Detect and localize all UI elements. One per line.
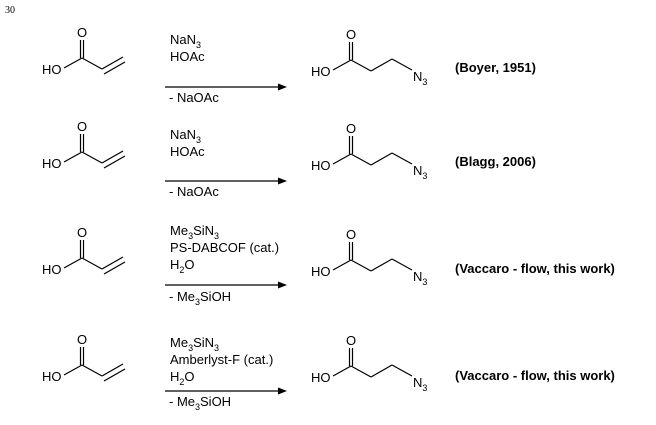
oxygen-atom: O [346,121,356,136]
chain-bond [391,258,413,271]
hydroxyl-group: HO [311,64,331,79]
single-bond [81,151,103,164]
reagent-label: NaN3 [170,32,201,50]
acrylic-acid-structure: O HO [42,25,126,77]
citation-label: (Vaccaro - flow, this work) [455,261,615,276]
reaction-arrow-head [278,83,287,91]
chain-bond [350,365,372,378]
hydroxyl-group: HO [311,158,331,173]
reaction-arrow-head [278,387,287,395]
chain-bond [370,58,393,72]
reaction-arrow-head [278,281,287,289]
vinyl-bond [103,61,126,75]
chain-bond [370,152,393,166]
page-number: 30 [5,5,15,16]
chain-bond [391,58,413,71]
vinyl-bond [101,363,124,377]
hydroxyl-group: HO [311,264,331,279]
azidopropanoic-acid-structure: O HO N3 [311,333,427,393]
vinyl-bond [103,368,126,382]
citation-label: (Boyer, 1951) [455,60,536,75]
citation-label: (Blagg, 2006) [455,154,536,169]
citation-label: (Vaccaro - flow, this work) [455,368,615,383]
byproduct-label: - NaOAc [169,184,219,199]
chain-bond [350,59,372,72]
oxygen-atom: O [77,225,87,240]
chain-bond [391,152,413,165]
byproduct-label: - Me3SiOH [169,289,231,307]
oxygen-atom: O [77,25,87,40]
single-bond [81,364,103,377]
reagent-label: PS-DABCOF (cat.) [170,240,279,255]
hydroxyl-bond [332,59,352,71]
reagent-label: HOAc [170,49,205,64]
hydroxyl-group: HO [42,262,62,277]
azide-group: N3 [413,163,427,181]
oxygen-atom: O [77,332,87,347]
reagent-label: Me3SiN3 [170,223,219,241]
reagent-label: H2O [170,369,195,387]
reagent-label: H2O [170,257,195,275]
azide-group: N3 [413,69,427,87]
oxygen-atom: O [346,333,356,348]
hydroxyl-bond [332,259,352,271]
azidopropanoic-acid-structure: O HO N3 [311,227,427,287]
hydroxyl-group: HO [311,370,331,385]
reagent-label: HOAc [170,144,205,159]
oxygen-atom: O [77,119,87,134]
hydroxyl-group: HO [42,156,62,171]
acrylic-acid-structure: O HO [42,225,126,277]
chain-bond [350,259,372,272]
hydroxyl-bond [332,153,352,165]
azidopropanoic-acid-structure: O HO N3 [311,27,427,87]
vinyl-bond [103,261,126,275]
vinyl-bond [101,256,124,270]
byproduct-label: - Me3SiOH [169,394,231,412]
single-bond [81,57,103,70]
vinyl-bond [101,150,124,164]
hydroxyl-bond [63,151,83,163]
chain-bond [391,364,413,377]
hydroxyl-group: HO [42,369,62,384]
vinyl-bond [103,155,126,169]
oxygen-atom: O [346,27,356,42]
chain-bond [370,364,393,378]
azidopropanoic-acid-structure: O HO N3 [311,121,427,181]
acrylic-acid-structure: O HO [42,332,126,384]
hydroxyl-group: HO [42,62,62,77]
single-bond [81,257,103,270]
vinyl-bond [101,56,124,70]
acrylic-acid-structure: O HO [42,119,126,171]
hydroxyl-bond [63,257,83,269]
azide-group: N3 [413,375,427,393]
reagent-label: Amberlyst-F (cat.) [170,352,273,367]
azide-group: N3 [413,269,427,287]
byproduct-label: - NaOAc [169,90,219,105]
hydroxyl-bond [63,364,83,376]
reagent-label: Me3SiN3 [170,335,219,353]
reagent-label: NaN3 [170,127,201,145]
oxygen-atom: O [346,227,356,242]
hydroxyl-bond [63,57,83,69]
chain-bond [370,258,393,272]
chain-bond [350,153,372,166]
hydroxyl-bond [332,365,352,377]
reaction-arrow-head [278,177,287,185]
